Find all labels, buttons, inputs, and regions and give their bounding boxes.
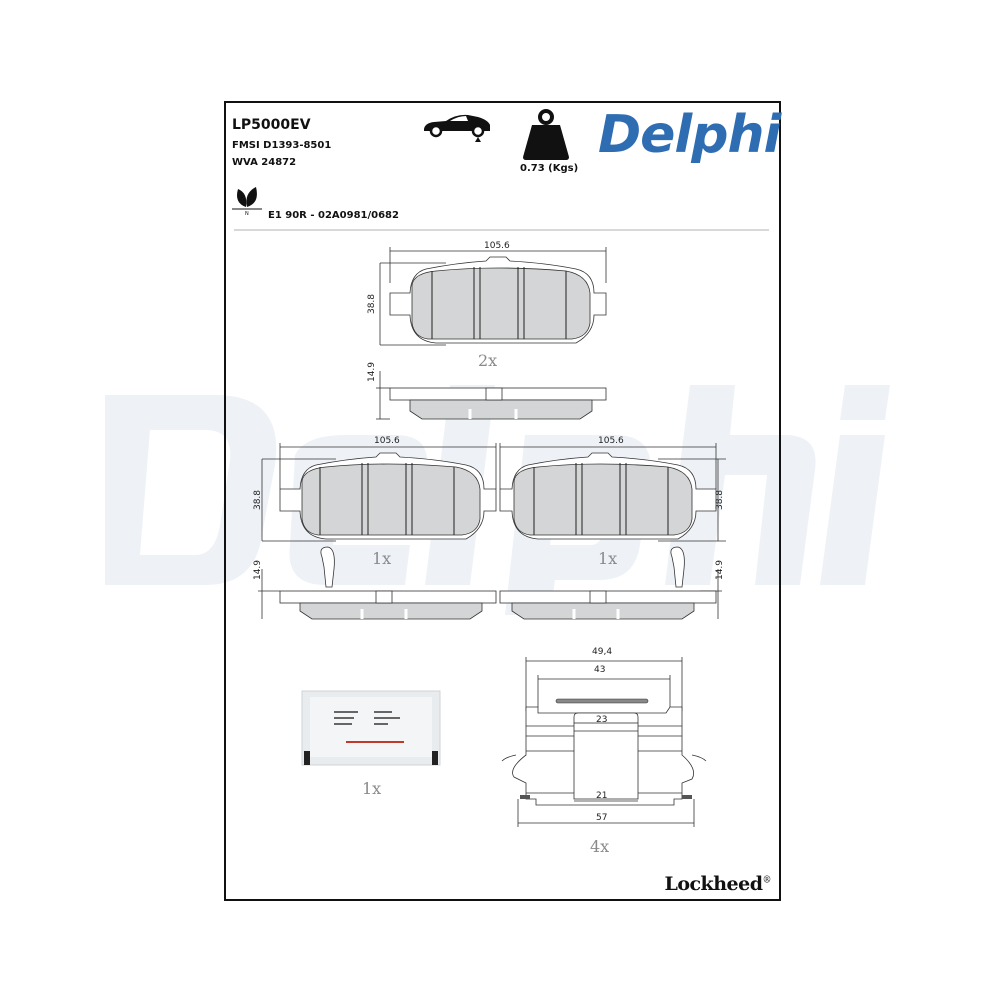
dim-width-left: 105.6	[374, 436, 400, 446]
dim-thickness-right: 14.9	[715, 559, 726, 581]
qty-right: 1x	[598, 549, 618, 568]
pad-drawing-right	[499, 443, 726, 620]
svg-text:N: N	[245, 211, 249, 217]
car-rear-axle-icon	[424, 114, 490, 142]
dim-height-left: 38.8	[253, 489, 264, 511]
wva-code: WVA 24872	[232, 157, 297, 168]
fmsi-code: FMSI D1393-8501	[232, 140, 332, 151]
ece-approval: E1 90R - 02A0981/0682	[268, 210, 399, 221]
qty-left: 1x	[372, 549, 392, 568]
lockheed-name: Lockheed	[664, 873, 763, 895]
dim-clip-bottom: 57	[596, 813, 608, 823]
registered-mark: ®	[762, 875, 772, 886]
clip-drawing	[501, 657, 707, 827]
dim-height-top: 38.8	[367, 293, 378, 315]
pad-drawing-left	[258, 443, 497, 620]
qty-top: 2x	[478, 351, 498, 370]
product-sheet: LP5000EV FMSI D1393-8501 WVA 24872 0.73 …	[224, 101, 781, 901]
dim-width-right: 105.6	[598, 436, 624, 446]
weight-icon	[523, 109, 569, 160]
dim-clip-mid: 23	[596, 715, 608, 725]
weight-value: 0.73 (Kgs)	[520, 163, 579, 174]
dim-clip-lower: 21	[596, 791, 608, 801]
dim-clip-top: 49,4	[592, 647, 613, 657]
qty-sachet: 1x	[362, 779, 382, 798]
dim-thickness-left: 14.9	[253, 559, 264, 581]
part-number: LP5000EV	[232, 117, 311, 133]
dim-width-top: 105.6	[484, 241, 510, 251]
dim-height-right: 38.8	[715, 489, 726, 511]
lockheed-logo: Lockheed®	[664, 873, 771, 895]
delphi-logo: Delphi	[598, 105, 781, 165]
qty-clip: 4x	[590, 837, 610, 856]
dim-clip-upper: 43	[594, 665, 606, 675]
dim-thickness-top: 14.9	[367, 361, 378, 383]
eco-leaf-icon: N	[232, 187, 262, 217]
header-separator	[234, 229, 769, 231]
grease-sachet-image	[301, 690, 441, 766]
pad-drawing-top	[376, 247, 607, 420]
